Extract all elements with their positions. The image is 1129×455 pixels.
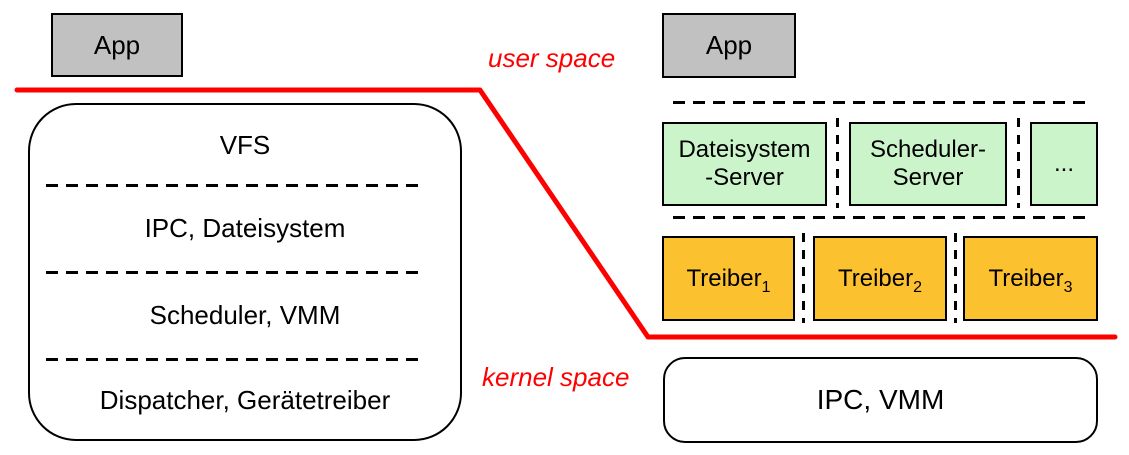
microkernel-box: IPC, VMM (663, 357, 1098, 443)
app-label: App (705, 30, 753, 60)
app-box-monolithic: App (51, 13, 183, 77)
kernel-layer-dispatcher-geraetetreiber: Dispatcher, Gerätetreiber (99, 384, 391, 415)
driver-label: Treiber1 (686, 264, 771, 296)
server-box-dateisystem: Dateisystem -Server (662, 122, 827, 206)
dashed-divider (46, 184, 421, 187)
driver-box-2: Treiber2 (813, 236, 947, 321)
kernel-space-label: kernel space (482, 362, 630, 392)
dashed-separator (802, 233, 805, 323)
driver-label-base: Treiber (988, 264, 1064, 292)
dashed-separator (954, 233, 957, 323)
kernel-layer-vfs: VFS (219, 129, 271, 160)
server-label-line2: -Server (705, 164, 784, 191)
driver-box-3: Treiber3 (963, 236, 1098, 321)
app-box-microkernel: App (662, 13, 796, 78)
server-label-line1: Scheduler- (869, 135, 987, 163)
server-label: Scheduler- Server (870, 136, 986, 193)
driver-box-1: Treiber1 (662, 236, 795, 321)
kernel-layer-scheduler-vmm: Scheduler, VMM (149, 300, 341, 330)
driver-label-sub: 1 (761, 278, 771, 296)
driver-label-sub: 2 (913, 278, 923, 296)
driver-label-base: Treiber (686, 264, 762, 292)
microkernel-label: IPC, VMM (816, 384, 945, 415)
driver-label: Treiber2 (837, 264, 923, 296)
driver-label-base: Treiber (837, 264, 914, 292)
driver-label: Treiber3 (988, 264, 1073, 296)
kernel-layer-ipc-dateisystem: IPC, Dateisystem (144, 213, 346, 243)
server-box-more: ... (1030, 122, 1098, 206)
monolithic-kernel-box: VFS IPC, Dateisystem Scheduler, VMM Disp… (28, 103, 462, 441)
dashed-separator (1017, 118, 1020, 208)
driver-label-sub: 3 (1063, 278, 1073, 296)
server-label-line1: ... (1053, 149, 1074, 177)
app-label: App (93, 29, 141, 60)
server-label: Dateisystem -Server (678, 136, 810, 193)
server-label-line2: Server (892, 164, 964, 191)
user-space-label: user space (488, 43, 616, 73)
server-label: ... (1054, 150, 1074, 178)
dashed-divider (673, 101, 1090, 104)
server-label-line1: Dateisystem (678, 135, 811, 163)
dashed-divider (46, 271, 421, 274)
server-box-scheduler: Scheduler- Server (849, 122, 1007, 206)
dashed-divider (673, 216, 1090, 219)
dashed-divider (46, 358, 421, 361)
dashed-separator (836, 118, 839, 208)
